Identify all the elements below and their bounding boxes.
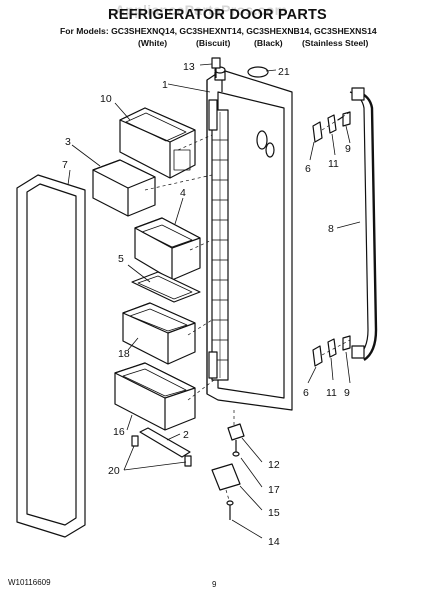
callout-6: 6 [305, 163, 311, 175]
callout-16: 16 [113, 426, 125, 438]
upper-door-bin [119, 107, 196, 179]
hinge-hardware [211, 423, 245, 520]
door-panel [206, 66, 293, 411]
watermark-text: AppliancePartsPros.com [115, 2, 288, 18]
handle-hardware-upper [312, 111, 351, 143]
door-bin-lower [114, 362, 196, 431]
callout-12: 12 [268, 459, 280, 471]
callout-21: 21 [278, 66, 290, 78]
callout-7: 7 [62, 159, 68, 171]
callout-18: 18 [118, 348, 130, 360]
hinge-cover-cap [247, 66, 269, 78]
variant-white: (White) [138, 38, 168, 48]
top-screw [211, 57, 221, 78]
callout-8: 8 [328, 223, 334, 235]
callout-9-lower: 9 [344, 387, 350, 399]
door-bin-upper [134, 217, 201, 281]
callout-3: 3 [65, 136, 71, 148]
variant-stainless: (Stainless Steel) [302, 38, 369, 48]
storage-tray [92, 159, 156, 217]
callout-15: 15 [268, 507, 280, 519]
variant-biscuit: (Biscuit) [196, 38, 231, 48]
callout-14: 14 [268, 536, 280, 548]
callout-9: 9 [345, 143, 351, 155]
callout-11-lower: 11 [326, 387, 337, 399]
page-number: 9 [212, 580, 217, 589]
callout-4: 4 [180, 187, 186, 199]
document-number: W10116609 [8, 578, 51, 587]
end-cap-left [131, 435, 139, 447]
door-gasket [16, 174, 86, 538]
door-bin-middle [122, 302, 196, 365]
trim-strip [131, 427, 192, 467]
end-cap-right [184, 455, 192, 467]
callout-5: 5 [118, 253, 124, 265]
callout-2: 2 [183, 429, 189, 441]
callout-1: 1 [162, 79, 168, 91]
page-title: REFRIGERATOR DOOR PARTS [108, 7, 327, 23]
variant-black: (Black) [254, 38, 283, 48]
bin-insert [131, 271, 201, 303]
callout-10: 10 [100, 93, 112, 105]
callout-17: 17 [268, 484, 280, 496]
handle-hardware-lower [312, 335, 351, 367]
callout-20: 20 [108, 465, 120, 477]
model-list: For Models: GC3SHEXNQ14, GC3SHEXNT14, GC… [60, 26, 377, 36]
callout-13: 13 [183, 61, 195, 73]
callout-6-lower: 6 [303, 387, 309, 399]
door-handle [349, 87, 378, 361]
callout-11: 11 [328, 158, 339, 170]
